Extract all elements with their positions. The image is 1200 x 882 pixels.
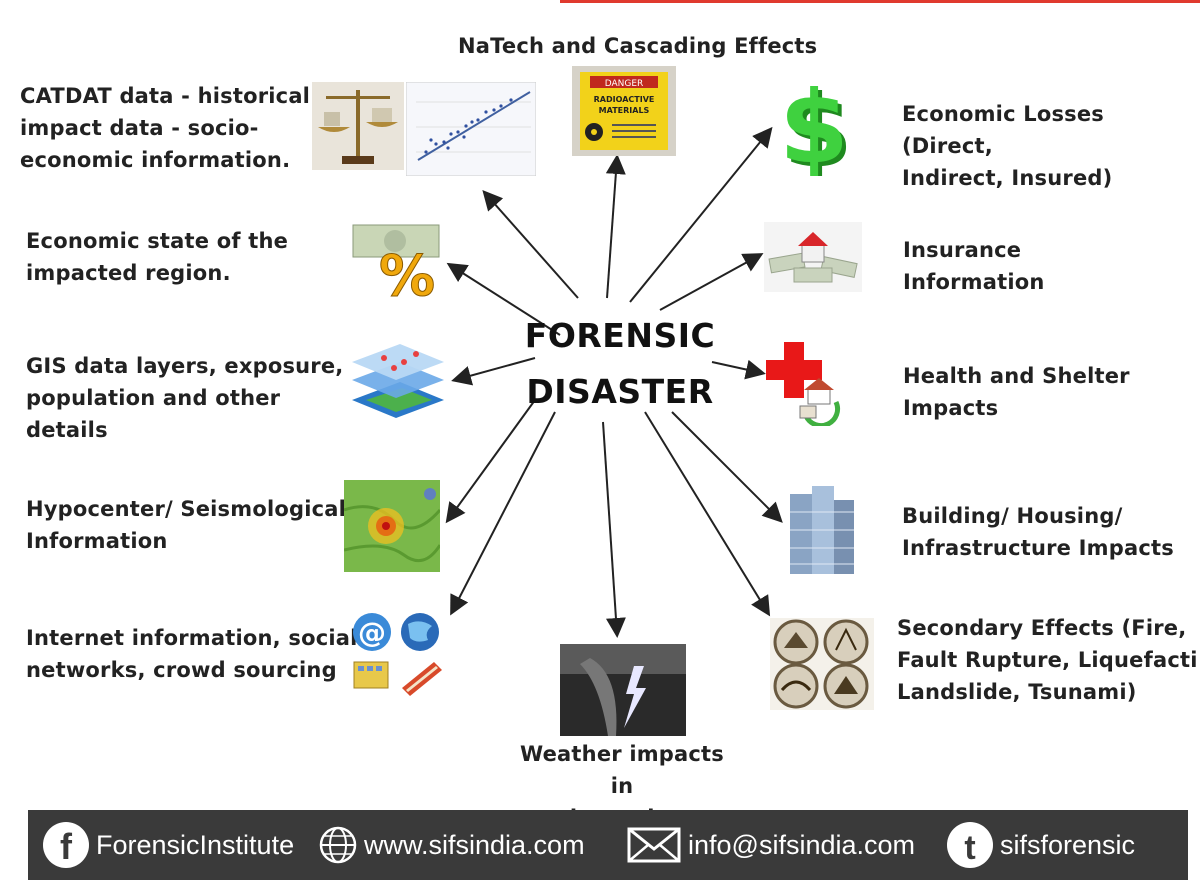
arrow-insurance: [659, 253, 764, 311]
footer-website[interactable]: www.sifsindia.com: [318, 810, 585, 880]
arrow-internet: [450, 411, 556, 616]
health-cross-icon: [766, 342, 841, 426]
internet-icons-group: @: [353, 613, 442, 696]
storm-icon: [560, 644, 686, 736]
footer-twitter[interactable]: t sifsforensic: [946, 810, 1135, 880]
internet-line-1: Internet information, social: [26, 626, 358, 650]
email-link[interactable]: info@sifsindia.com: [688, 829, 915, 860]
buildings-icon: [790, 486, 854, 574]
arrow-natech: [605, 154, 626, 299]
gis-line-1: GIS data layers, exposure,: [26, 354, 344, 378]
arrow-building: [671, 411, 783, 523]
economic-losses-line-2: Indirect, Insured): [902, 166, 1113, 190]
catdat-line-2: impact data - socio-: [20, 116, 259, 140]
center-line-1: FORENSIC: [524, 316, 716, 355]
svg-text:t: t: [964, 829, 975, 867]
secondary-line-1: Secondary Effects (Fire,: [897, 616, 1187, 640]
seismic-map-icon: [344, 480, 440, 572]
arrow-secondary: [644, 411, 771, 617]
dollar-glyph-shadow: $: [783, 80, 853, 176]
arrows-layer: [445, 126, 783, 638]
economic-losses-label: Economic Losses (Direct, Indirect, Insur…: [902, 98, 1200, 194]
catdat-label: CATDAT data - historical impact data - s…: [20, 80, 310, 176]
catdat-line-3: economic information.: [20, 148, 291, 172]
catdat-line-1: CATDAT data - historical: [20, 84, 311, 108]
internet-label: Internet information, social networks, c…: [26, 622, 358, 686]
footer-facebook[interactable]: f ForensicInstitute: [42, 810, 294, 880]
building-line-2: Infrastructure Impacts: [902, 536, 1174, 560]
insurance-line-2: Information: [903, 270, 1045, 294]
dollar-glyph: $: [779, 80, 849, 176]
center-line-2: DISASTER: [526, 372, 714, 411]
hypocenter-line-2: Information: [26, 529, 168, 553]
materials-word: MATERIALS: [599, 106, 650, 115]
mail-icon: [627, 827, 681, 863]
arrow-economic-state: [446, 262, 561, 336]
arrow-hypocenter: [445, 399, 536, 524]
hypocenter-label: Hypocenter/ Seismological Information: [26, 493, 346, 557]
twitter-handle[interactable]: sifsforensic: [1000, 829, 1136, 860]
danger-sign-icon: DANGER RADIOACTIVE MATERIALS: [572, 66, 676, 156]
health-line-1: Health and Shelter: [903, 364, 1130, 388]
dollar-icon: $ $: [779, 80, 853, 176]
building-label: Building/ Housing/ Infrastructure Impact…: [902, 500, 1174, 564]
footer-bar: f ForensicInstitute www.sifsindia.com in…: [28, 810, 1188, 880]
gis-line-3: details: [26, 418, 108, 442]
footer-email[interactable]: info@sifsindia.com: [626, 810, 915, 880]
radioactive-word: RADIOACTIVE: [594, 95, 655, 104]
arrow-economic-losses: [629, 126, 773, 303]
insurance-line-1: Insurance: [903, 238, 1022, 262]
arrow-catdat: [482, 190, 579, 299]
gis-layers-icon: [352, 344, 444, 418]
health-label: Health and Shelter Impacts: [903, 360, 1130, 424]
secondary-label: Secondary Effects (Fire, Fault Rupture, …: [897, 612, 1197, 708]
twitter-icon: t: [947, 822, 993, 868]
insurance-house-icon: [764, 222, 862, 292]
internet-line-2: networks, crowd sourcing: [26, 658, 337, 682]
percent-glyph: %: [379, 244, 435, 297]
at-glyph: @: [358, 616, 386, 649]
center-title: FORENSIC DISASTER: [520, 308, 720, 420]
svg-text:f: f: [60, 826, 73, 867]
arrow-gis: [451, 357, 536, 386]
economic-losses-line-1: Economic Losses (Direct,: [902, 102, 1104, 158]
natech-label: NaTech and Cascading Effects: [458, 34, 818, 58]
gis-line-2: population and other: [26, 386, 281, 410]
gis-label: GIS data layers, exposure, population an…: [26, 350, 343, 446]
building-line-1: Building/ Housing/: [902, 504, 1123, 528]
weather-line-1: Weather impacts in: [520, 742, 724, 798]
economic-state-line-1: Economic state of the: [26, 229, 289, 253]
secondary-effects-icon: [770, 618, 874, 710]
globe-icon: [319, 826, 357, 864]
economic-state-label: Economic state of the impacted region.: [26, 225, 288, 289]
arrow-weather: [602, 421, 626, 638]
percent-money-icon: %: [347, 213, 445, 297]
arrow-health: [711, 359, 766, 380]
scales-icon: [312, 82, 404, 170]
health-line-2: Impacts: [903, 396, 999, 420]
economic-state-line-2: impacted region.: [26, 261, 231, 285]
insurance-label: Insurance Information: [903, 234, 1045, 298]
facebook-icon: f: [43, 822, 89, 868]
hypocenter-line-1: Hypocenter/ Seismological: [26, 497, 347, 521]
secondary-line-3: Landslide, Tsunami): [897, 680, 1137, 704]
secondary-line-2: Fault Rupture, Liquefaction: [897, 648, 1197, 672]
top-accent-line: [560, 0, 1200, 3]
scatter-plot-icon: [406, 82, 536, 176]
website-link[interactable]: www.sifsindia.com: [364, 829, 585, 860]
danger-word: DANGER: [605, 79, 644, 89]
facebook-handle[interactable]: ForensicInstitute: [96, 829, 295, 860]
